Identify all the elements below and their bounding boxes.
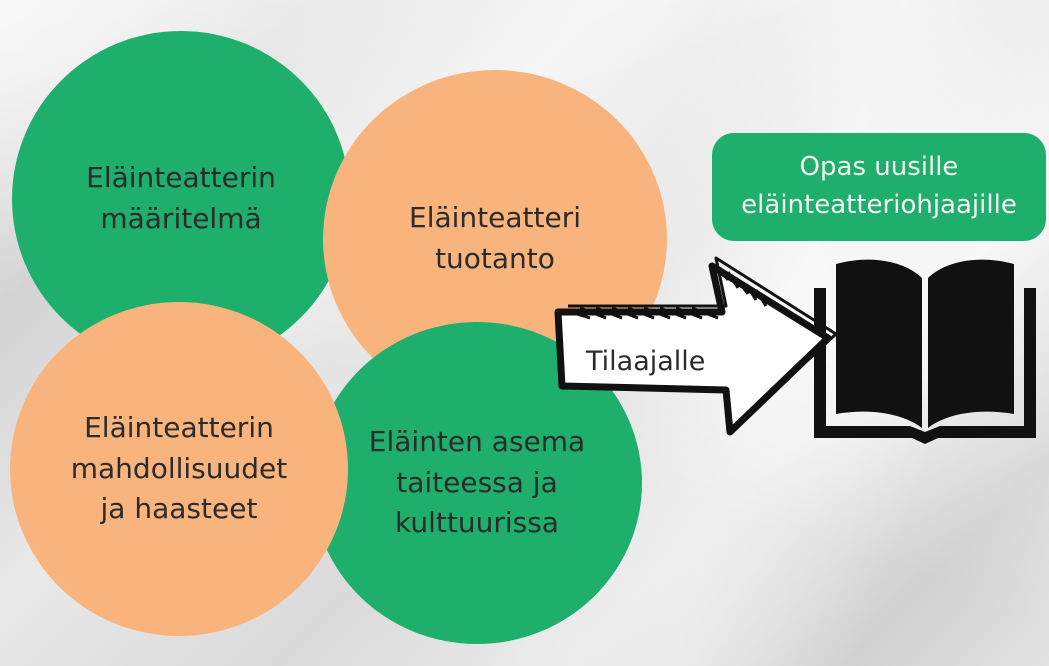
circle-opportunities: Eläinteatterin mahdollisuudet ja haastee… xyxy=(10,302,348,636)
arrow-right-icon xyxy=(554,256,838,436)
arrow-label: Tilaajalle xyxy=(586,346,706,377)
guide-title-box: Opas uusille eläinteatteriohjaajille xyxy=(712,133,1046,241)
circle-definition-label: Eläinteatterin määritelmä xyxy=(86,161,276,235)
circle-opportunities-label: Eläinteatterin mahdollisuudet ja haastee… xyxy=(70,411,288,526)
circle-animals-in-art-label: Eläinten asema taiteessa ja kulttuurissa xyxy=(368,425,586,540)
open-book-icon xyxy=(814,259,1036,444)
guide-title-label: Opas uusille eläinteatteriohjaajille xyxy=(741,152,1017,220)
